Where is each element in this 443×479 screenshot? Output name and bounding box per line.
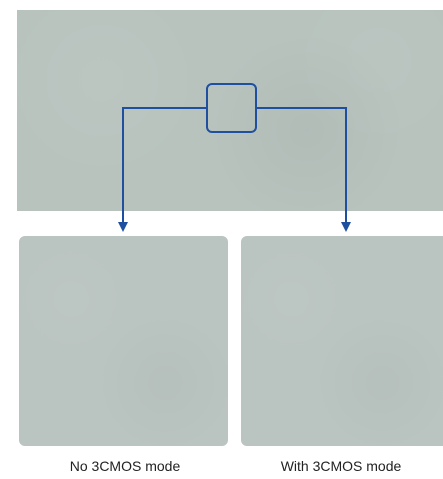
overview-image [17,10,443,211]
with-3cmos-image [241,236,443,446]
with-3cmos-caption: With 3CMOS mode [246,458,436,474]
right-arrowhead [341,222,351,232]
left-arrowhead [118,222,128,232]
no-3cmos-caption: No 3CMOS mode [30,458,220,474]
no-3cmos-image [19,236,228,446]
